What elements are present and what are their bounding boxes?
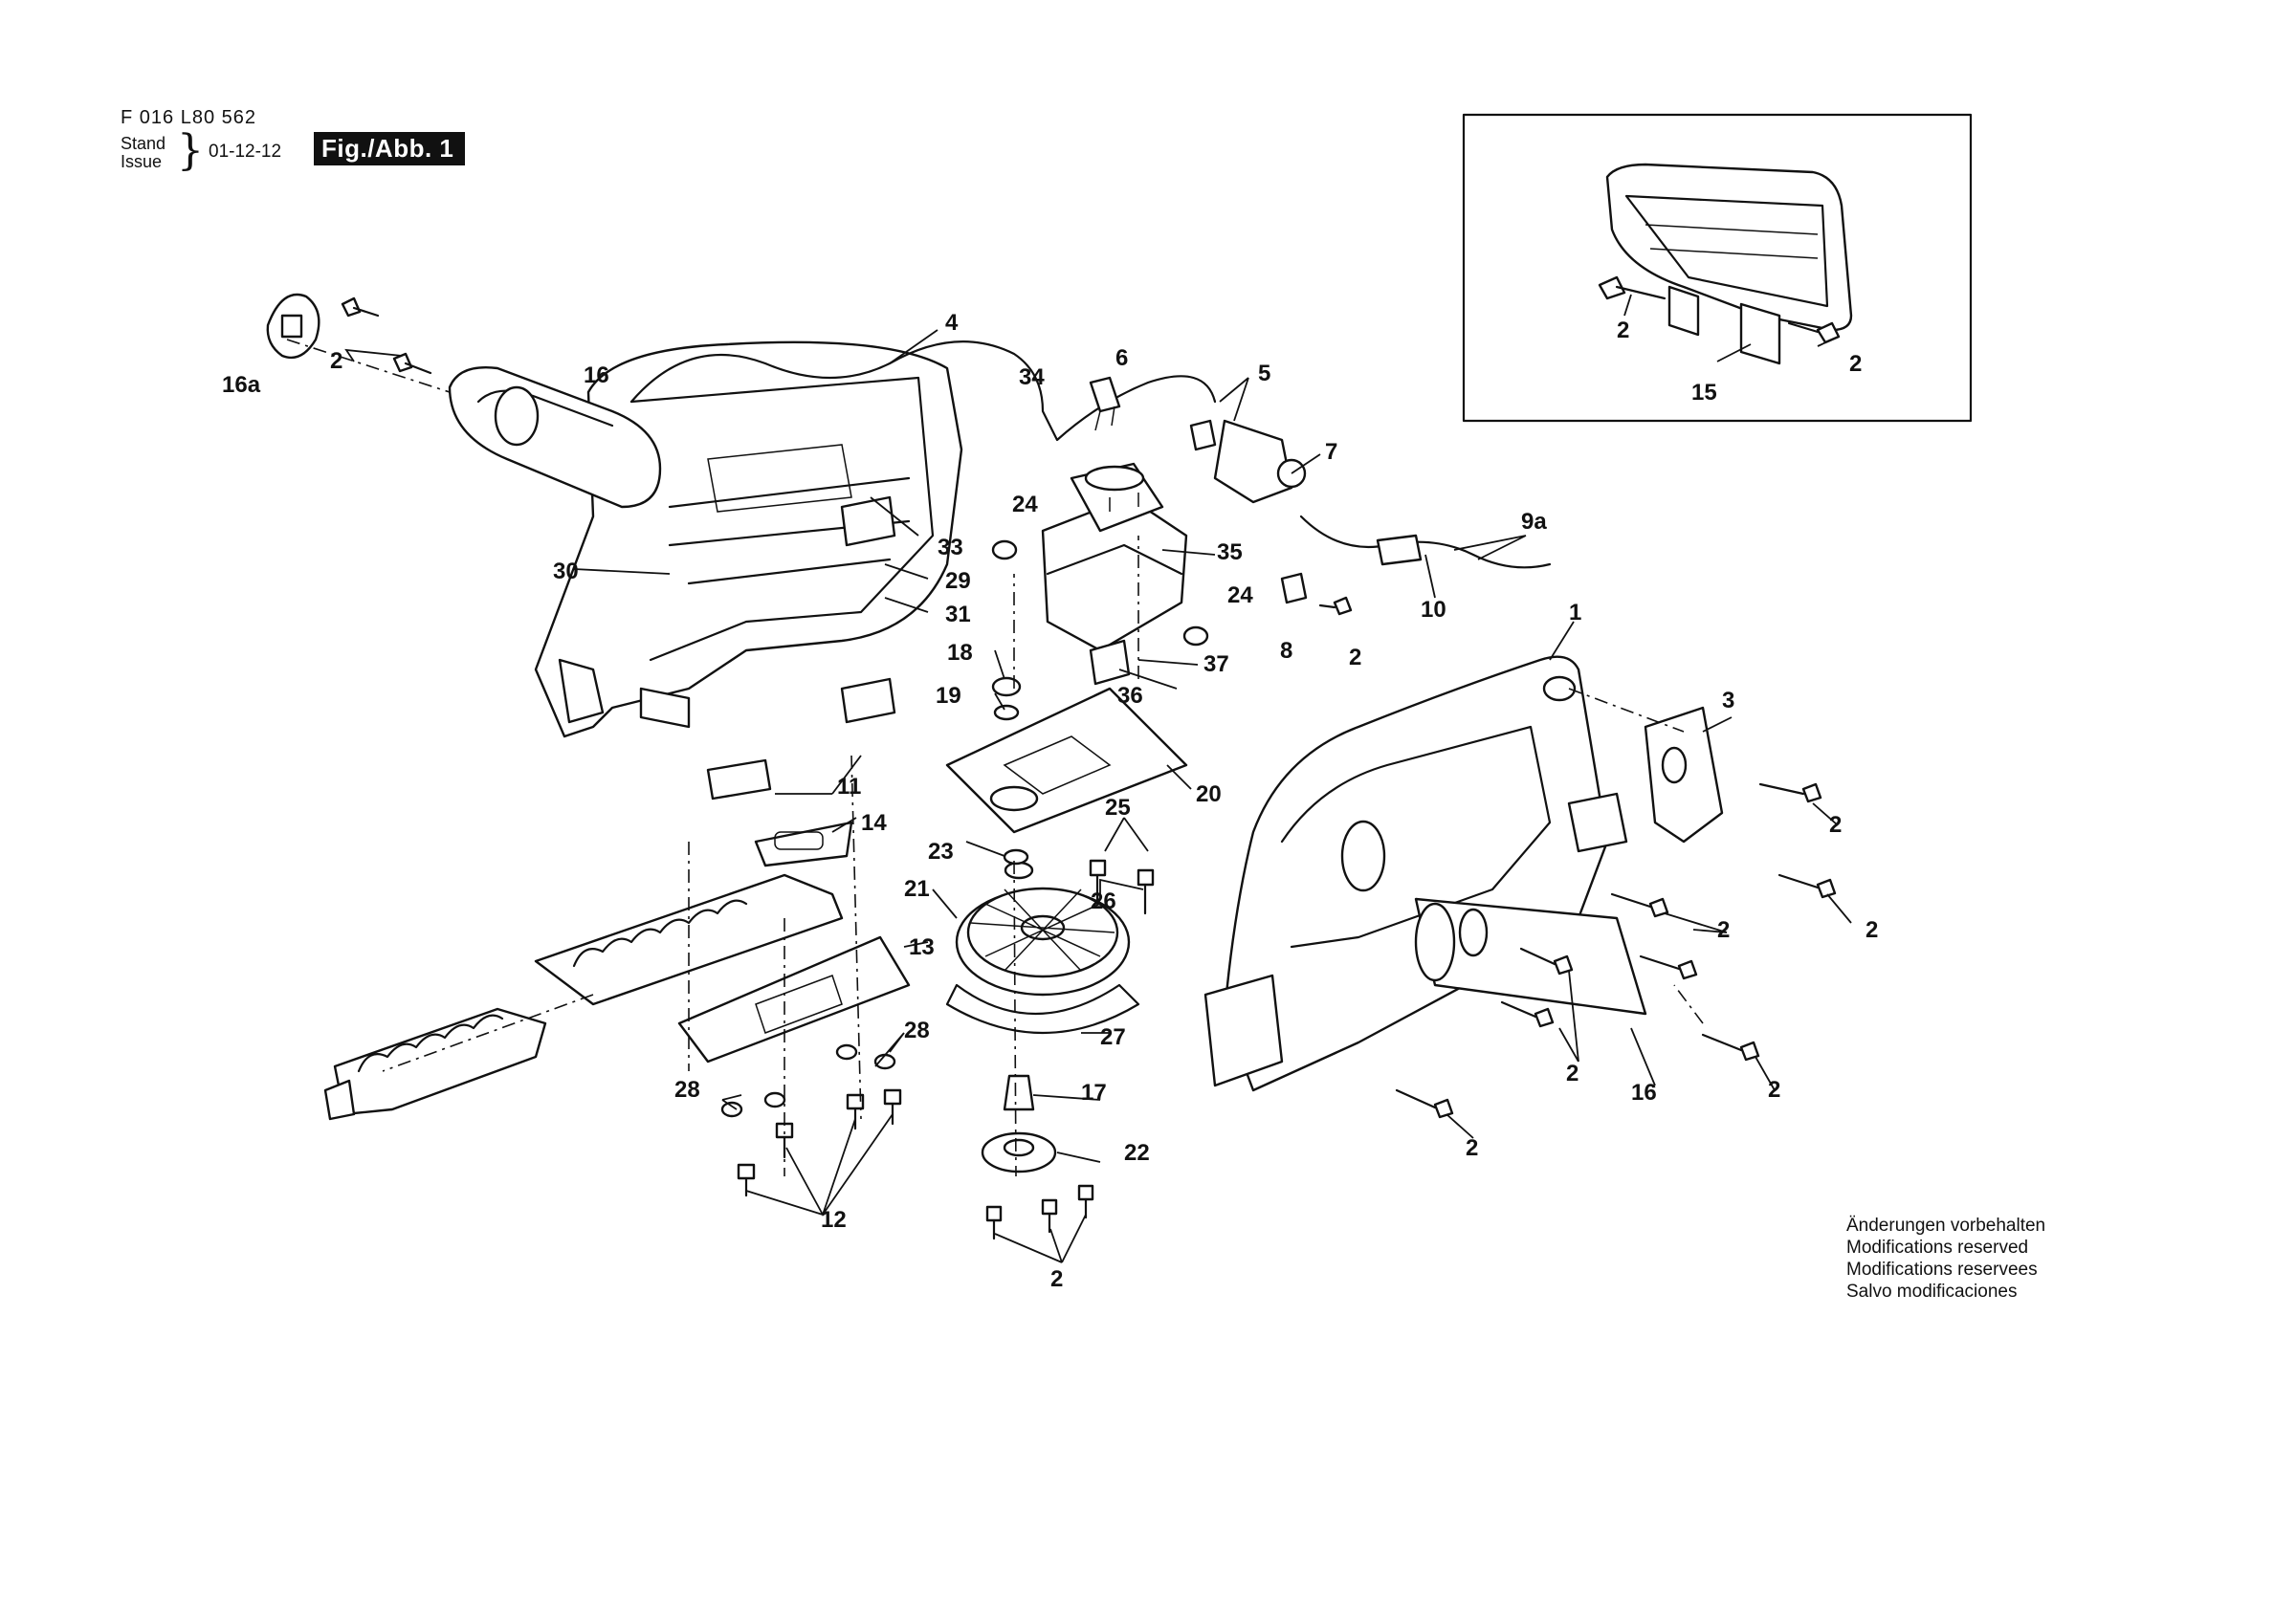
callout-28-left: 28 xyxy=(674,1077,700,1103)
callout-8: 8 xyxy=(1280,638,1292,664)
callout-9a: 9a xyxy=(1521,509,1547,535)
callout-35: 35 xyxy=(1217,539,1243,565)
screws xyxy=(341,296,1837,1240)
note-line-en: Modifications reserved xyxy=(1846,1238,2029,1258)
callout-19: 19 xyxy=(936,683,961,709)
callout-16a: 16a xyxy=(222,372,261,398)
callout-20: 20 xyxy=(1196,781,1222,807)
callout-26: 26 xyxy=(1091,888,1116,914)
callout-2-r1: 2 xyxy=(1829,812,1842,838)
figure-label: Fig./Abb. 1 xyxy=(314,132,466,165)
callout-2-r5: 2 xyxy=(1768,1077,1780,1103)
callout-24-left: 24 xyxy=(1012,492,1038,517)
note-line-de: Änderungen vorbehalten xyxy=(1846,1216,2046,1236)
callout-11: 11 xyxy=(837,774,861,800)
note-line-es: Salvo modificaciones xyxy=(1846,1282,2018,1302)
callout-10: 10 xyxy=(1421,597,1446,623)
callout-15: 15 xyxy=(1691,380,1717,406)
gear-assembly xyxy=(945,687,1188,1173)
callout-2-r2: 2 xyxy=(1717,917,1730,943)
leader-lines xyxy=(344,329,1852,1263)
callout-28-right: 28 xyxy=(904,1018,930,1043)
callout-16: 16 xyxy=(584,362,609,388)
callout-36: 36 xyxy=(1117,683,1143,709)
callout-2: 2 xyxy=(330,348,342,374)
callout-33: 33 xyxy=(938,535,963,560)
callout-16-right: 16 xyxy=(1631,1080,1657,1106)
callout-2-r4: 2 xyxy=(1566,1061,1578,1086)
callout-2-inset-right: 2 xyxy=(1849,351,1862,377)
assembly-lines xyxy=(286,339,1704,1177)
callout-37: 37 xyxy=(1203,651,1229,677)
callout-21: 21 xyxy=(904,876,930,902)
callout-25: 25 xyxy=(1105,795,1131,821)
callout-labels: 16a 2 16 4 34 6 5 7 9a 10 24 33 35 30 29… xyxy=(222,310,1878,1292)
callout-30: 30 xyxy=(553,559,579,584)
callout-6: 6 xyxy=(1115,345,1128,371)
callout-12: 12 xyxy=(821,1207,847,1233)
detail-inset xyxy=(1462,113,1973,423)
callout-3: 3 xyxy=(1722,688,1734,713)
callout-2-r3: 2 xyxy=(1866,917,1878,943)
callout-5: 5 xyxy=(1258,361,1270,386)
callout-18: 18 xyxy=(947,640,973,666)
document-number: F 016 L80 562 xyxy=(121,107,256,128)
issue-label: Issue xyxy=(121,152,163,171)
callout-22: 22 xyxy=(1124,1140,1150,1166)
callout-1: 1 xyxy=(1569,600,1581,625)
stand-label: Stand xyxy=(121,134,166,153)
callout-13: 13 xyxy=(909,934,935,960)
callout-7: 7 xyxy=(1325,439,1337,465)
callout-29: 29 xyxy=(945,568,971,594)
left-housing xyxy=(534,340,963,738)
note-line-fr: Modifications reservees xyxy=(1846,1260,2038,1280)
callout-2-bottom: 2 xyxy=(1050,1266,1063,1292)
callout-34: 34 xyxy=(1019,364,1045,390)
motor-assembly xyxy=(1041,462,1188,686)
blade-assembly xyxy=(323,677,911,1121)
issue-date: 01-12-12 xyxy=(209,142,282,162)
callout-2-r6: 2 xyxy=(1466,1135,1478,1161)
modifications-note: Änderungen vorbehalten Modifications res… xyxy=(1846,1215,2045,1303)
callout-14: 14 xyxy=(861,810,887,836)
callout-17: 17 xyxy=(1081,1080,1107,1106)
right-housing xyxy=(1203,655,1724,1092)
callout-2-inset-left: 2 xyxy=(1617,318,1629,343)
brace-symbol: } xyxy=(177,126,204,175)
callout-27: 27 xyxy=(1100,1024,1126,1050)
callout-23: 23 xyxy=(928,839,954,865)
callout-31: 31 xyxy=(945,602,971,627)
switch-and-cable xyxy=(629,340,1552,569)
left-handle xyxy=(266,293,662,509)
callout-24-right: 24 xyxy=(1227,582,1253,608)
callout-4: 4 xyxy=(945,310,959,336)
callout-2-motor: 2 xyxy=(1349,645,1361,670)
